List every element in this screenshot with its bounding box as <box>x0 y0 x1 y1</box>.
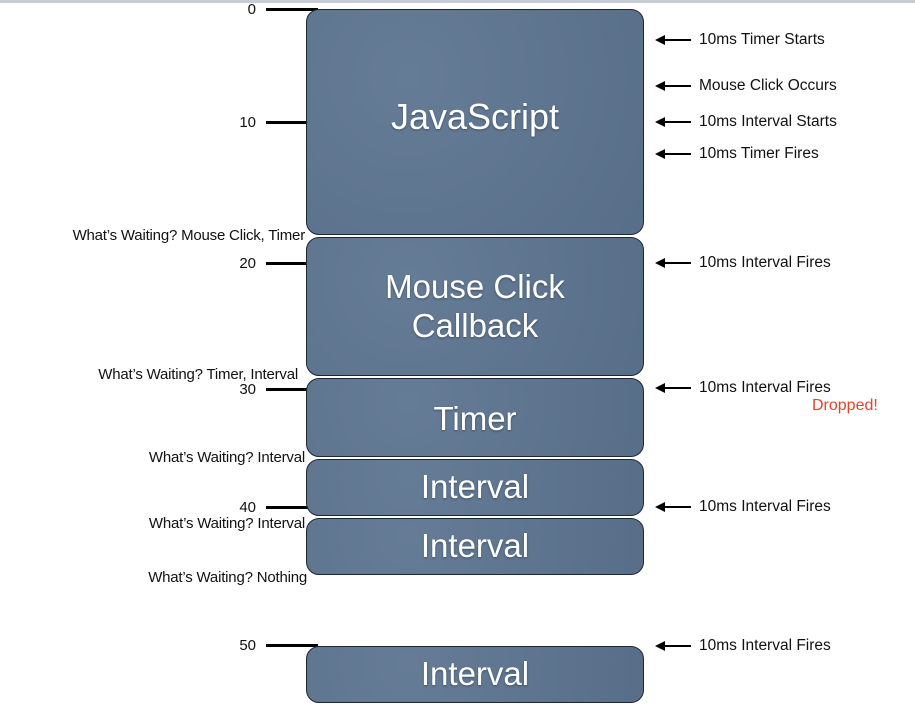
event-label: 10ms Timer Fires <box>699 145 819 162</box>
block-interval-2: Interval <box>306 518 644 575</box>
tick-label-40: 40 <box>239 499 256 516</box>
event-label: Mouse Click Occurs <box>699 77 837 94</box>
tick-label-0: 0 <box>247 1 256 18</box>
tick-mark-10 <box>266 121 318 124</box>
event-mouse-click-occurs: Mouse Click Occurs <box>655 77 837 95</box>
event-timer-fires: 10ms Timer Fires <box>655 145 819 163</box>
tick-mark-50 <box>266 644 318 647</box>
event-timer-starts: 10ms Timer Starts <box>655 31 825 49</box>
tick-label-50: 50 <box>239 637 256 654</box>
event-interval-fires-2: 10ms Interval Fires <box>655 379 831 397</box>
tick-label-30: 30 <box>239 381 256 398</box>
block-javascript-label: JavaScript <box>390 95 560 137</box>
waiting-label-4: What’s Waiting? Interval <box>148 515 305 532</box>
top-border <box>0 0 915 3</box>
event-label: 10ms Interval Starts <box>699 113 837 130</box>
arrow-left-icon <box>655 258 691 268</box>
tick-mark-40 <box>266 506 318 509</box>
tick-mark-0 <box>266 8 318 11</box>
event-label: 10ms Interval Fires <box>699 254 831 271</box>
event-interval-fires-1: 10ms Interval Fires <box>655 254 831 272</box>
arrow-left-icon <box>655 35 691 45</box>
tick-label-10: 10 <box>239 114 256 131</box>
block-interval-3: Interval <box>306 646 644 703</box>
block-interval-3-label: Interval <box>420 655 530 693</box>
tick-mark-30 <box>266 388 318 391</box>
waiting-label-2: What’s Waiting? Timer, Interval <box>98 366 298 383</box>
event-interval-fires-3: 10ms Interval Fires <box>655 498 831 516</box>
arrow-left-icon <box>655 81 691 91</box>
block-interval-1: Interval <box>306 459 644 516</box>
waiting-label-3: What’s Waiting? Interval <box>148 449 305 466</box>
event-label: 10ms Interval Fires <box>699 498 831 515</box>
block-interval-2-label: Interval <box>420 527 530 565</box>
tick-label-20: 20 <box>239 255 256 272</box>
arrow-left-icon <box>655 383 691 393</box>
block-interval-1-label: Interval <box>420 468 530 506</box>
event-label: 10ms Timer Starts <box>699 31 825 48</box>
arrow-left-icon <box>655 149 691 159</box>
tick-mark-20 <box>266 262 318 265</box>
arrow-left-icon <box>655 641 691 651</box>
event-label: 10ms Interval Fires <box>699 379 831 396</box>
block-timer: Timer <box>306 378 644 457</box>
waiting-label-1: What’s Waiting? Mouse Click, Timer <box>72 227 306 244</box>
waiting-label-5: What’s Waiting? Nothing <box>148 569 307 586</box>
event-label: 10ms Interval Fires <box>699 637 831 654</box>
event-interval-fires-4: 10ms Interval Fires <box>655 637 831 655</box>
arrow-left-icon <box>655 502 691 512</box>
block-javascript: JavaScript <box>306 9 644 235</box>
arrow-left-icon <box>655 117 691 127</box>
block-timer-label: Timer <box>433 400 517 438</box>
block-mouse-click-callback-label: Mouse Click Callback <box>385 267 565 344</box>
dropped-label: Dropped! <box>812 397 878 414</box>
event-interval-starts: 10ms Interval Starts <box>655 113 837 131</box>
block-mouse-click-callback: Mouse Click Callback <box>306 237 644 376</box>
